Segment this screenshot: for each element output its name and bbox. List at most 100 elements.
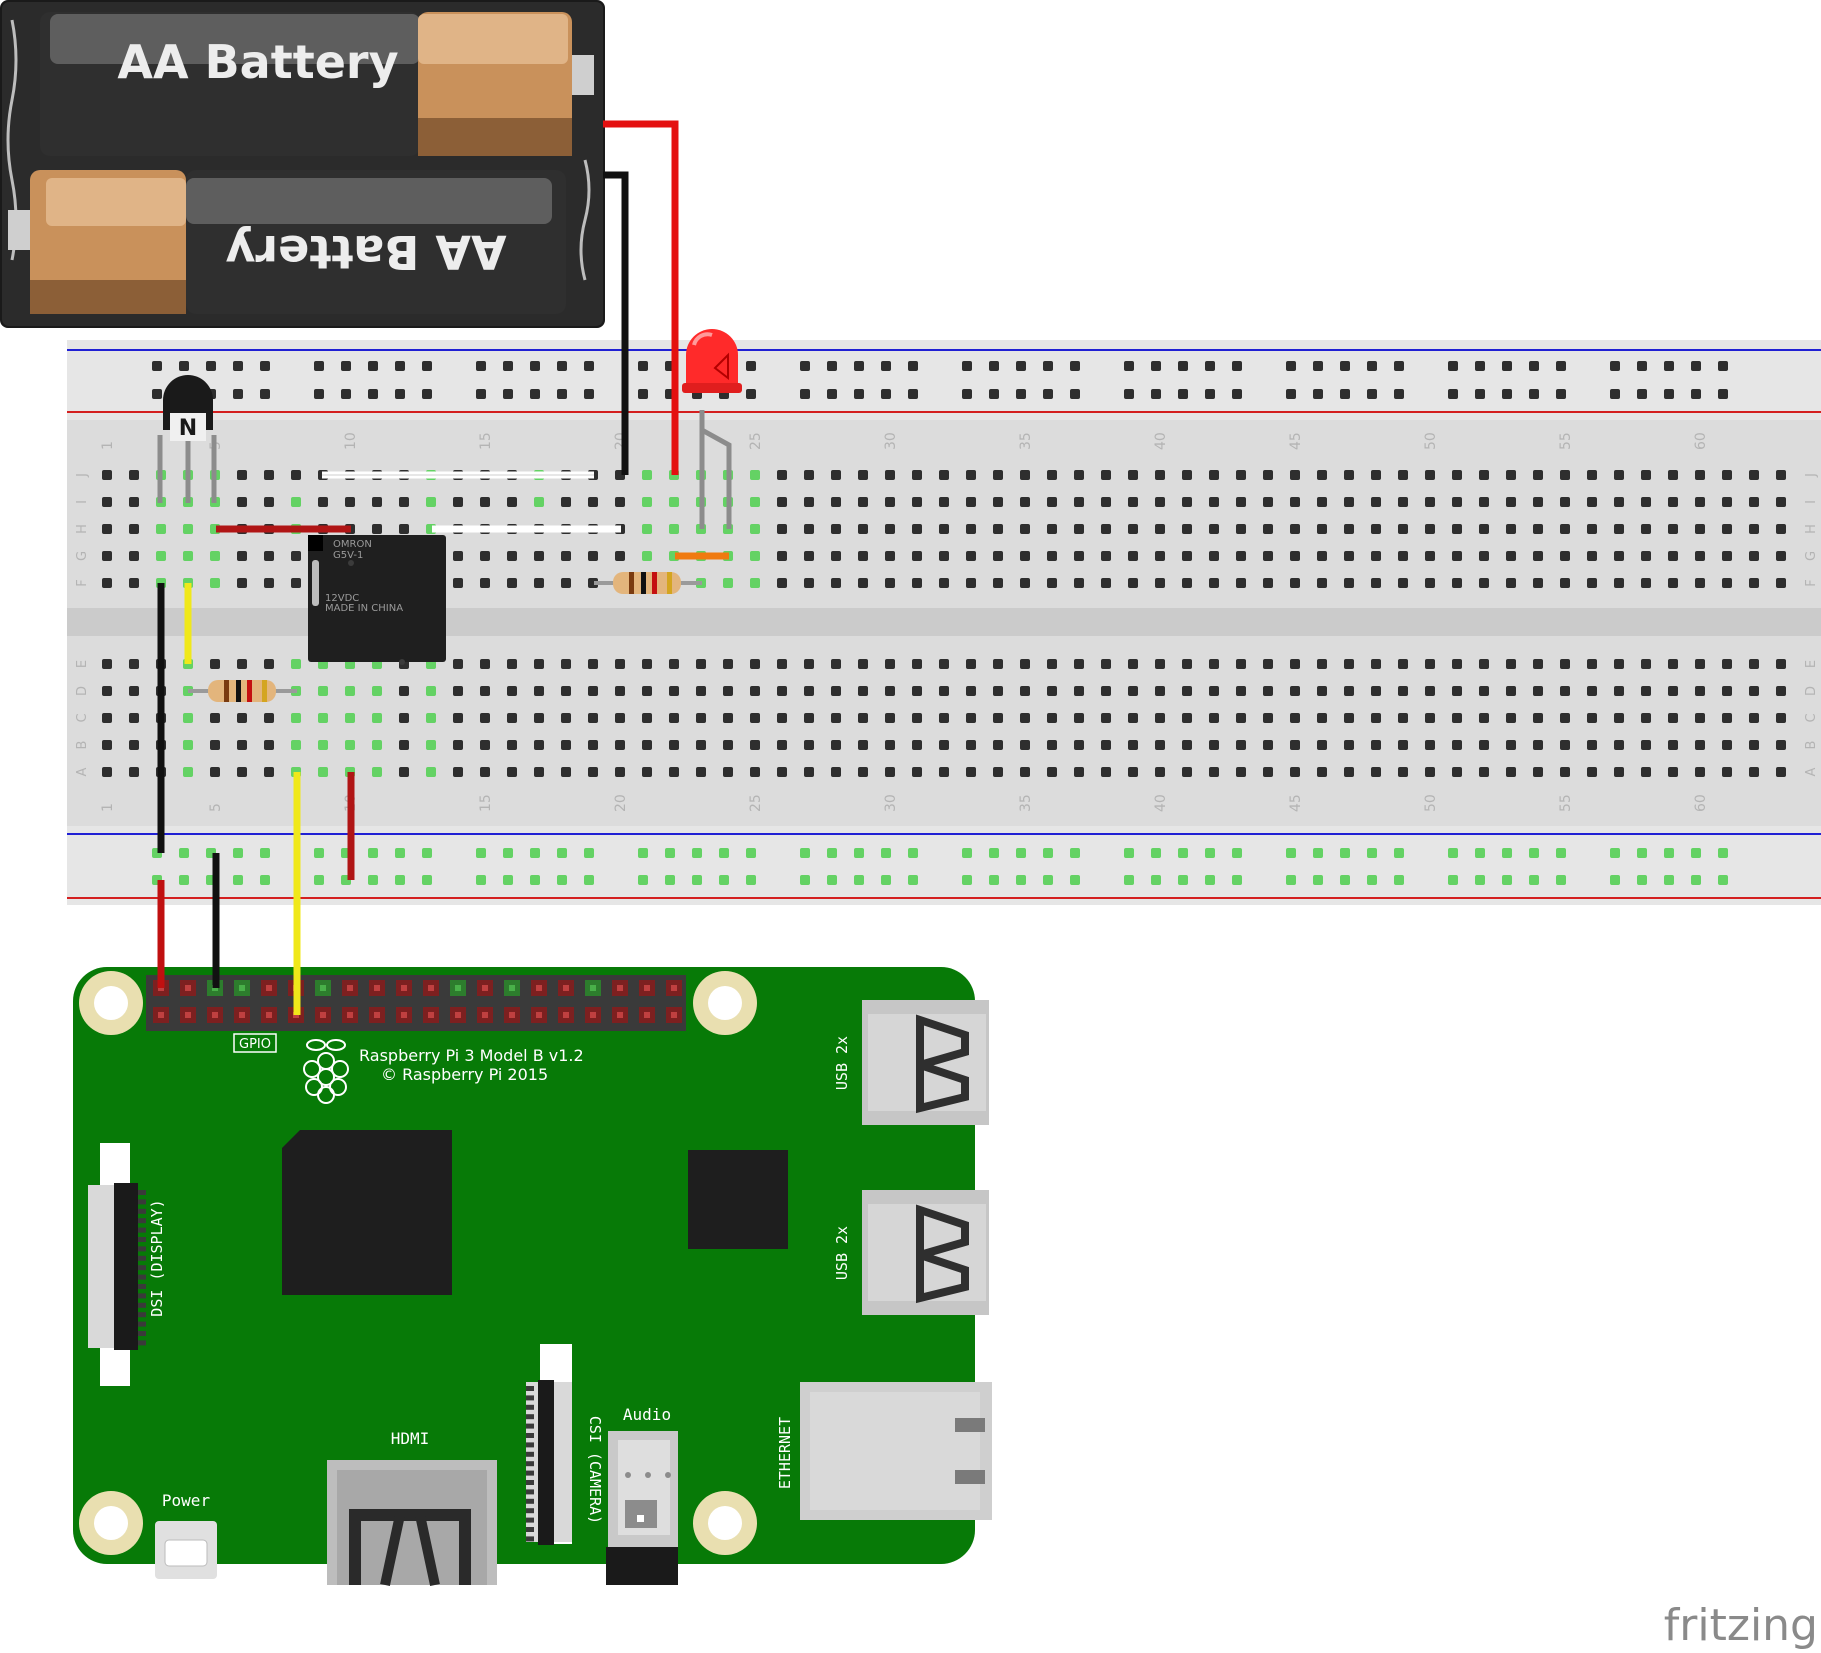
breadboard-hole: [1533, 659, 1543, 669]
breadboard-hole: [453, 578, 463, 588]
breadboard-hole: [1182, 470, 1192, 480]
dsi-label: DSI (DISPLAY): [148, 1199, 166, 1316]
breadboard-hole: [1641, 497, 1651, 507]
breadboard-hole: [993, 767, 1003, 777]
breadboard-hole: [1533, 497, 1543, 507]
breadboard-hole: [1452, 686, 1462, 696]
rail-hole: [962, 361, 972, 371]
breadboard-hole: [1344, 470, 1354, 480]
rail-hole: [1691, 361, 1701, 371]
rail-hole: [1313, 389, 1323, 399]
rail-hole: [1313, 875, 1323, 885]
breadboard-hole: [588, 497, 598, 507]
breadboard-hole: [750, 497, 760, 507]
breadboard-hole: [885, 686, 895, 696]
rail-hole: [503, 848, 513, 858]
breadboard-hole: [1101, 659, 1111, 669]
gpio-pin-center: [536, 1012, 542, 1018]
breadboard-hole: [1506, 497, 1516, 507]
csi-tooth: [526, 1498, 534, 1504]
breadboard-hole: [1101, 740, 1111, 750]
rail-hole: [233, 875, 243, 885]
breadboard-hole: [1614, 713, 1624, 723]
gpio-pin-center: [509, 1012, 515, 1018]
breadboard-hole: [1290, 659, 1300, 669]
breadboard-hole: [804, 713, 814, 723]
breadboard-hole: [210, 767, 220, 777]
breadboard-hole: [1722, 497, 1732, 507]
breadboard-hole: [831, 524, 841, 534]
breadboard-hole: [1749, 740, 1759, 750]
breadboard-hole: [1452, 740, 1462, 750]
breadboard-hole: [1290, 524, 1300, 534]
raspberry-logo-icon: [303, 1039, 349, 1104]
breadboard-hole: [1101, 713, 1111, 723]
breadboard-hole: [1452, 524, 1462, 534]
breadboard-hole: [912, 497, 922, 507]
breadboard-hole: [615, 713, 625, 723]
breadboard-hole: [1614, 470, 1624, 480]
rail-hole: [233, 389, 243, 399]
breadboard-hole: [1614, 578, 1624, 588]
breadboard-hole: [345, 686, 355, 696]
breadboard-hole: [1155, 686, 1165, 696]
rail-hole: [1151, 848, 1161, 858]
rail-hole: [638, 361, 648, 371]
rail-hole: [854, 389, 864, 399]
breadboard-hole: [1749, 551, 1759, 561]
rail-hole: [1178, 361, 1188, 371]
breadboard-hole: [696, 659, 706, 669]
battery-pack: AA Battery AA Battery: [0, 0, 605, 328]
breadboard-hole: [1344, 767, 1354, 777]
rail-hole: [260, 361, 270, 371]
dsi-tooth: [138, 1321, 146, 1327]
rail-hole: [260, 875, 270, 885]
csi-tooth: [526, 1395, 534, 1401]
row-letter: B: [75, 741, 90, 750]
breadboard-hole: [372, 524, 382, 534]
rail-hole: [1070, 361, 1080, 371]
rail-hole: [881, 361, 891, 371]
breadboard-hole: [129, 713, 139, 723]
breadboard-hole: [1641, 740, 1651, 750]
breadboard-hole: [426, 767, 436, 777]
row-letter: D: [1804, 686, 1819, 696]
breadboard-hole: [1533, 551, 1543, 561]
breadboard-hole: [183, 740, 193, 750]
breadboard-hole: [1668, 524, 1678, 534]
rail-hole: [800, 848, 810, 858]
breadboard-hole: [858, 470, 868, 480]
ethernet-label: ETHERNET: [776, 1417, 794, 1489]
breadboard-hole: [1020, 659, 1030, 669]
column-number: 50: [1423, 794, 1439, 812]
row-letter: H: [1804, 524, 1819, 534]
breadboard-hole: [399, 686, 409, 696]
rail-hole: [1313, 848, 1323, 858]
gpio-pin-center: [185, 1012, 191, 1018]
row-letter: G: [1804, 551, 1819, 561]
breadboard-hole: [237, 578, 247, 588]
breadboard-hole: [534, 767, 544, 777]
relay-brand: OMRON: [333, 539, 372, 550]
breadboard-hole: [129, 551, 139, 561]
gpio-label: GPIO: [239, 1037, 271, 1052]
breadboard-hole: [1452, 470, 1462, 480]
breadboard-hole: [1479, 767, 1489, 777]
gpio-pin-center: [509, 985, 515, 991]
breadboard-hole: [723, 767, 733, 777]
breadboard-hole: [1776, 578, 1786, 588]
breadboard-hole: [588, 767, 598, 777]
breadboard-hole: [318, 686, 328, 696]
breadboard-hole: [1209, 659, 1219, 669]
rail-hole: [1529, 875, 1539, 885]
breadboard-hole: [588, 686, 598, 696]
relay: OMRON G5V-1 12VDC MADE IN CHINA: [308, 535, 446, 665]
breadboard-hole: [1425, 497, 1435, 507]
breadboard-hole: [1263, 497, 1273, 507]
csi-tooth: [526, 1527, 534, 1532]
breadboard-hole: [1047, 470, 1057, 480]
breadboard-hole: [561, 740, 571, 750]
column-number: 15: [478, 794, 494, 812]
rail-hole: [341, 389, 351, 399]
breadboard-hole: [1182, 740, 1192, 750]
